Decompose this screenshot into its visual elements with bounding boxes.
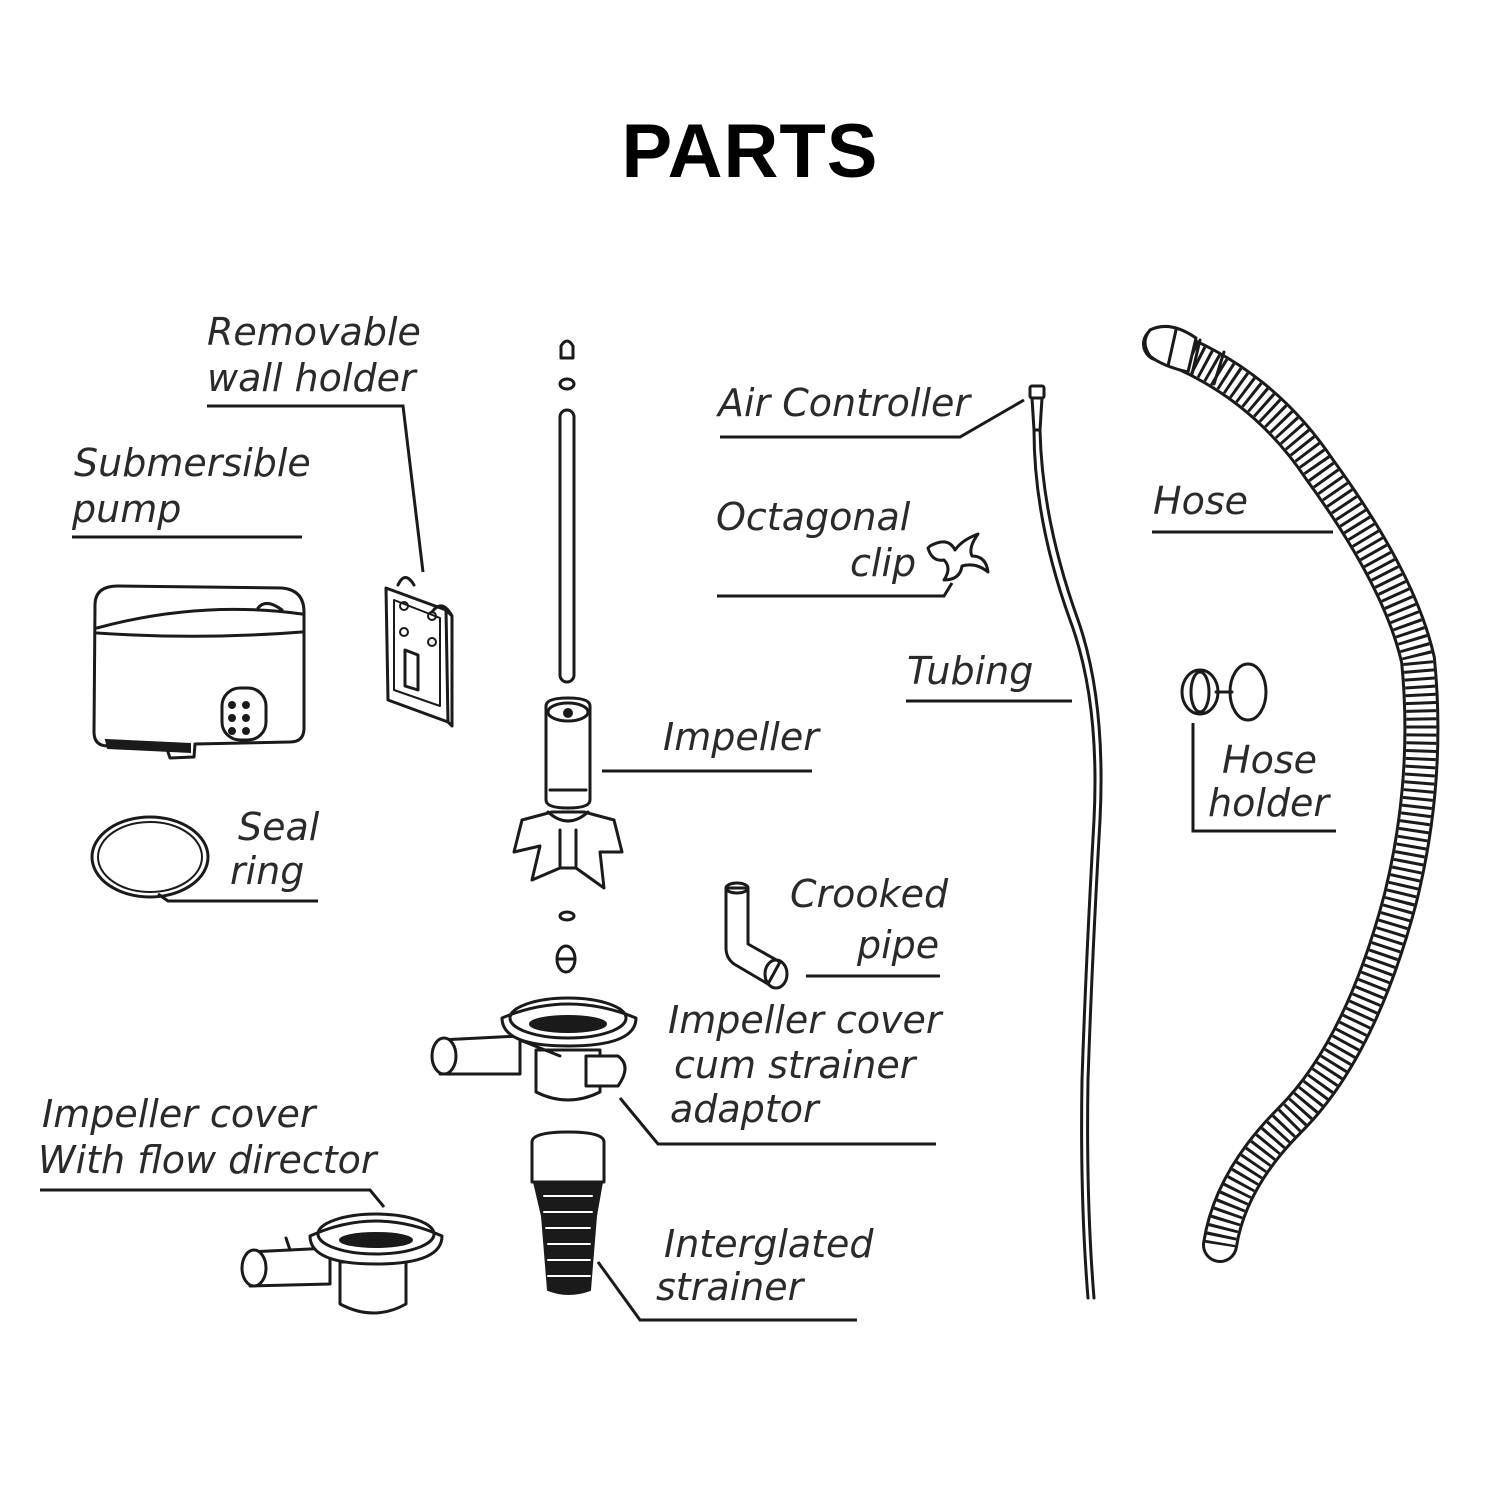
label-air-controller: Air Controller: [715, 381, 972, 425]
label-removable-wall-holder: Removable wall holder: [207, 310, 421, 400]
leader-seal-ring: [157, 892, 318, 903]
label-impeller-cover-strainer-adaptor: Impeller cover cum strainer adaptor: [668, 998, 944, 1131]
label-line: Hose: [1222, 738, 1317, 782]
leader-air-controller: [720, 398, 1025, 439]
crooked-pipe-illustration: [724, 881, 789, 990]
leader-flow-director: [40, 1188, 386, 1208]
label-line: Removable: [207, 310, 421, 354]
label-impeller-cover-flow-director: Impeller cover With flow director: [38, 1092, 379, 1182]
label-line: Impeller cover: [42, 1092, 318, 1136]
leader-strainer: [596, 1261, 857, 1322]
label-tubing: Tubing: [907, 649, 1033, 693]
label-impeller: Impeller: [663, 715, 821, 759]
label-line: ring: [230, 849, 304, 893]
label-line: clip: [850, 541, 916, 585]
label-line: strainer: [656, 1265, 806, 1309]
label-line: Seal: [238, 805, 320, 849]
label-line: Interglated: [664, 1222, 874, 1266]
label-line: adaptor: [670, 1087, 821, 1131]
tubing-illustration: [1028, 384, 1103, 1300]
impeller-shaft-illustration: [558, 339, 576, 684]
leader-hose-holder: [1191, 723, 1336, 833]
strainer-adaptor-illustration: [430, 996, 638, 1102]
strainer-illustration: [530, 1130, 606, 1295]
seal-ring-illustration: [90, 815, 210, 899]
label-line: Submersible: [74, 441, 311, 485]
leader-lines: [40, 398, 1336, 1322]
label-line: wall holder: [207, 356, 418, 400]
label-line: Impeller cover: [668, 998, 944, 1042]
wall-holder-illustration: [384, 576, 454, 728]
hose-illustration: [1142, 324, 1440, 1263]
octagonal-clip-illustration: [926, 532, 990, 582]
label-line: cum strainer: [674, 1043, 918, 1087]
label-interglated-strainer: Interglated strainer: [656, 1222, 874, 1309]
label-line: pipe: [856, 923, 939, 967]
label-hose: Hose: [1153, 479, 1248, 523]
leader-strainer-adaptor: [618, 1097, 936, 1146]
label-line: Crooked: [790, 872, 949, 916]
impeller-illustration: [512, 696, 624, 974]
page-title: PARTS: [621, 109, 879, 194]
leader-wall-holder: [207, 404, 425, 573]
label-crooked-pipe: Crooked pipe: [790, 872, 949, 967]
flow-director-illustration: [240, 1212, 444, 1315]
submersible-pump-illustration: [92, 584, 306, 760]
label-octagonal-clip: Octagonal clip: [716, 495, 916, 585]
label-line: pump: [71, 487, 181, 531]
label-line: Octagonal: [716, 495, 911, 539]
label-hose-holder: Hose holder: [1208, 738, 1331, 825]
label-line: holder: [1208, 781, 1331, 825]
label-line: With flow director: [38, 1138, 379, 1182]
label-submersible-pump: Submersible pump: [71, 441, 311, 531]
label-seal-ring: Seal ring: [230, 805, 320, 893]
leader-octagonal-clip: [717, 582, 954, 598]
hose-holder-illustration: [1180, 662, 1268, 722]
